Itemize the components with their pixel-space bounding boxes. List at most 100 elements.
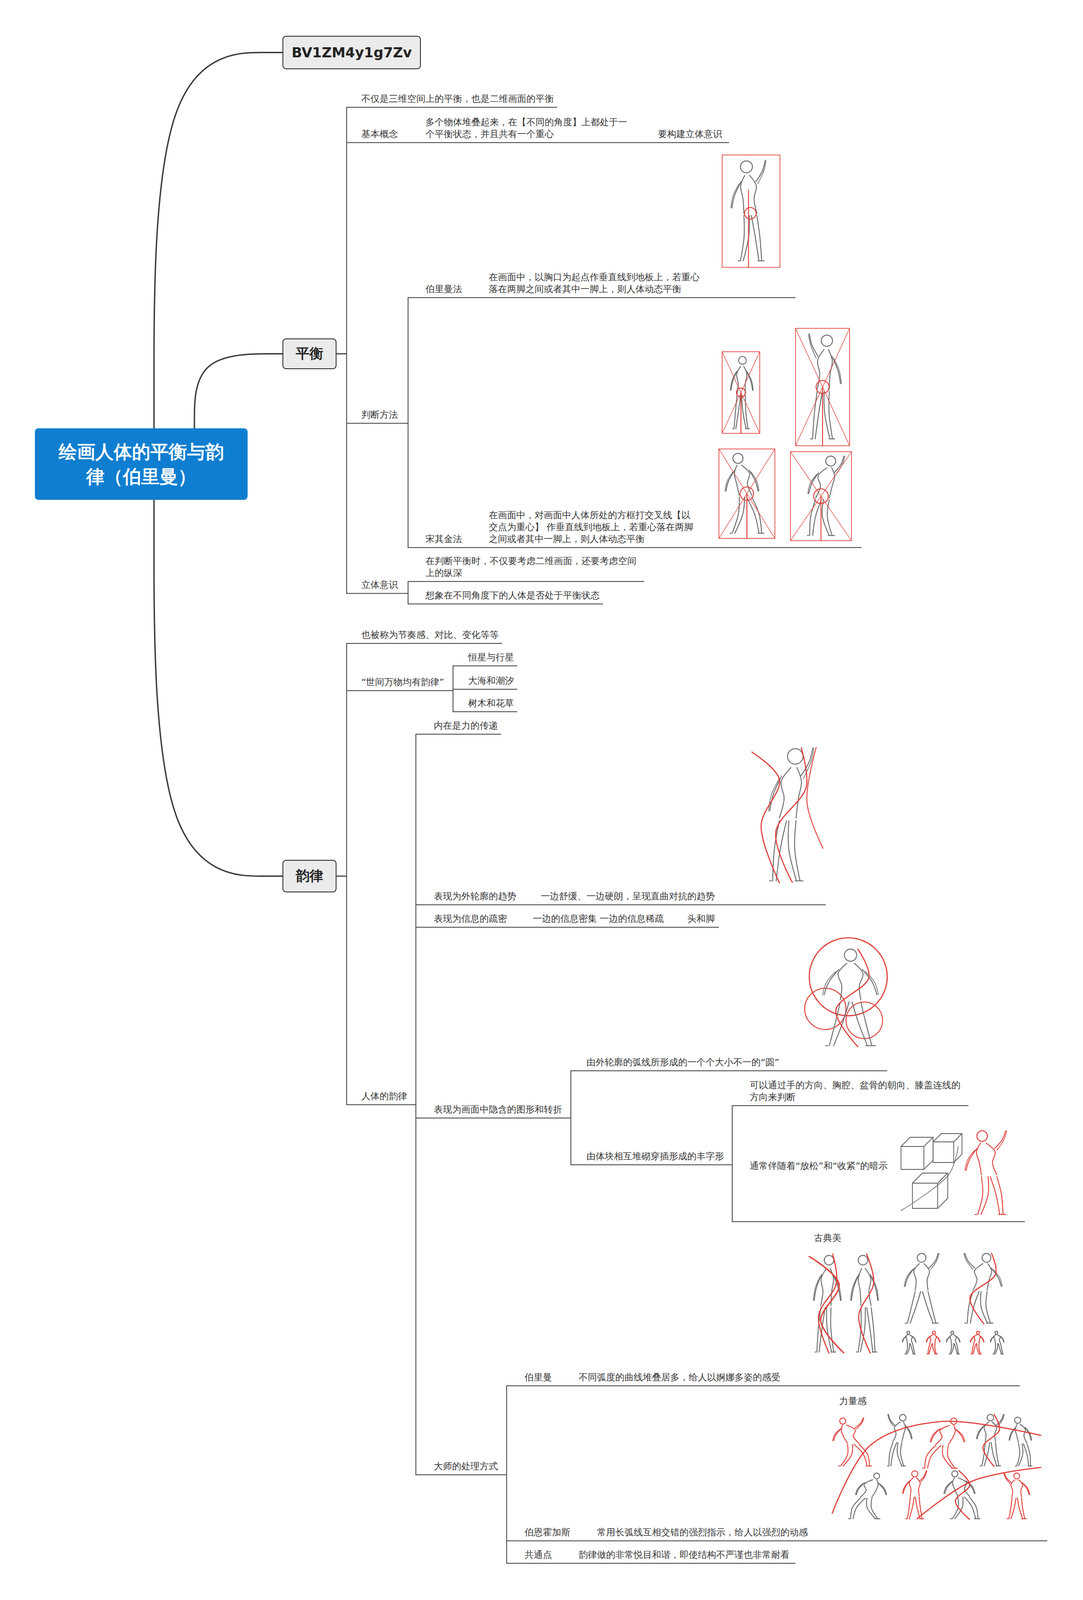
subtopic: 不同弧度的曲线堆叠居多，给人以婀娜多姿的感受 [576, 1370, 1020, 1387]
branch-line [336, 142, 360, 354]
sketch-stroke [965, 1149, 976, 1171]
sketch-stroke [1020, 1424, 1028, 1443]
topic-text: 在画面中，对画面中人体所处的方框打交叉线【以交点为重心】 作垂直线到地板上，若重… [488, 508, 696, 545]
branch-line [336, 107, 360, 354]
sketch-stroke [775, 747, 807, 883]
topic-text: 人体的韵律 [361, 1089, 408, 1102]
sketch-stroke [846, 1425, 860, 1444]
sketch-stroke [990, 1336, 994, 1342]
branch-line [649, 142, 656, 144]
sketch-circle [994, 1331, 998, 1334]
sketch-stroke [990, 1335, 995, 1342]
sketch-circle [821, 335, 833, 347]
sketch-stroke [912, 1182, 938, 1209]
topic-text: 想象在不同角度下的人体是否处于平衡状态 [425, 589, 600, 602]
sketch-stroke [795, 767, 802, 818]
sketch-stroke [822, 971, 836, 995]
sketch-stroke [809, 1256, 844, 1353]
sketch-stroke [730, 183, 740, 209]
sketch-stroke [970, 1335, 975, 1342]
sketch-stroke [912, 1172, 923, 1183]
sketch-stroke [952, 1477, 958, 1497]
sketch-stroke [933, 1141, 954, 1163]
subtopic: 头和脚 [685, 912, 719, 928]
sketch-stroke [806, 747, 824, 849]
sketch-stroke [745, 428, 750, 430]
main-topic: 平衡 [282, 338, 337, 370]
topic-text: 共通点 [524, 1548, 553, 1561]
subtopic: 由外轮廓的弧线所形成的一个个大小不一的“圆” [584, 1055, 888, 1072]
sketch-stroke [815, 467, 827, 498]
sketch-stroke [1018, 1443, 1023, 1466]
topic-text: 不同弧度的曲线堆叠居多，给人以婀娜多姿的感受 [578, 1370, 781, 1383]
sketch-stroke [722, 351, 760, 434]
sketch-stroke [820, 496, 822, 541]
sketch-stroke [907, 1291, 916, 1323]
central-topic: 绘画人体的平衡与韵律（伯里曼） [34, 428, 248, 500]
sketch-stroke [828, 391, 833, 439]
sketch-stroke [1000, 1343, 1003, 1354]
sketch-stroke [980, 1464, 982, 1466]
sketch-stroke [832, 1428, 840, 1441]
sketch-stroke [768, 778, 780, 811]
sketch-stroke [956, 1336, 961, 1342]
branch-line [570, 1117, 585, 1165]
topic-text: 恒星与行星 [468, 651, 514, 664]
sketch-stroke [1026, 1428, 1032, 1441]
sketch-stroke [951, 1467, 958, 1469]
sketch-stroke [912, 1343, 915, 1354]
sketch-stroke [734, 497, 745, 534]
sketch-stroke [1015, 1465, 1017, 1467]
sketch-frame [722, 154, 780, 268]
branch-line [673, 926, 686, 928]
sketch-stroke [871, 1307, 875, 1353]
sketch-stroke [955, 1470, 971, 1520]
sketch-stroke [922, 1467, 924, 1469]
sketch-stroke [1027, 1443, 1031, 1466]
sketch-stroke [987, 1263, 992, 1291]
branch-line [570, 1070, 585, 1118]
sketch-stroke [919, 1518, 924, 1520]
sketch-stroke [848, 1518, 851, 1520]
sketch-stroke [946, 1335, 951, 1342]
topic-text: 判断方法 [361, 408, 398, 421]
sketch-stroke [871, 1497, 879, 1519]
topic-text: 也被称为节奏感、对比、变化等等 [361, 628, 499, 641]
sketch-stroke [838, 1465, 840, 1467]
sketch-circle [813, 488, 829, 504]
sketch-stroke [933, 1133, 942, 1142]
sketch-circle [738, 356, 747, 365]
sketch-stroke [910, 1291, 921, 1323]
topic-text: 多个物体堆叠起来，在【不同的角度】上都处于一个平衡状态，并且共有一个重心 [425, 116, 632, 140]
sketch-stroke [963, 1253, 973, 1270]
branch-line [506, 1474, 523, 1564]
sketch-stroke [756, 215, 763, 261]
branch-line [408, 581, 424, 594]
sketch-stroke [976, 1425, 984, 1439]
sketch-stroke [983, 1414, 1000, 1466]
sketch-stroke [855, 1483, 863, 1495]
sketch-stroke [941, 1133, 962, 1155]
sketch-stroke [977, 1176, 983, 1215]
topic-text: 基本概念 [361, 127, 398, 140]
sketch-stroke [955, 1335, 960, 1342]
sketch-stroke [1027, 1465, 1032, 1467]
sketch-stroke [751, 471, 760, 492]
branch-line [479, 547, 487, 548]
topic-text: 表现为信息的疏密 [433, 912, 508, 925]
sketch-stroke [735, 395, 741, 429]
sketch-stroke [923, 1137, 934, 1147]
topic-text: 头和脚 [687, 912, 715, 925]
subtopic: 在判断平衡时，不仅要考虑二维画面，还要考虑空间上的纵深 [423, 554, 645, 582]
sketch-stroke [841, 1425, 848, 1444]
sketch-stroke [745, 395, 748, 429]
sketch-stroke [950, 1518, 952, 1520]
topic-text: 表现为外轮廓的趋势 [433, 889, 517, 902]
topic-text: 由外轮廓的弧线所形成的一个个大小不一的“圆” [586, 1055, 780, 1068]
sketch-stroke [827, 499, 833, 536]
sketch-frame [795, 328, 850, 446]
sketch-frame [790, 451, 852, 541]
sketch-stroke [905, 1353, 906, 1354]
sketch-stroke [948, 1425, 956, 1444]
